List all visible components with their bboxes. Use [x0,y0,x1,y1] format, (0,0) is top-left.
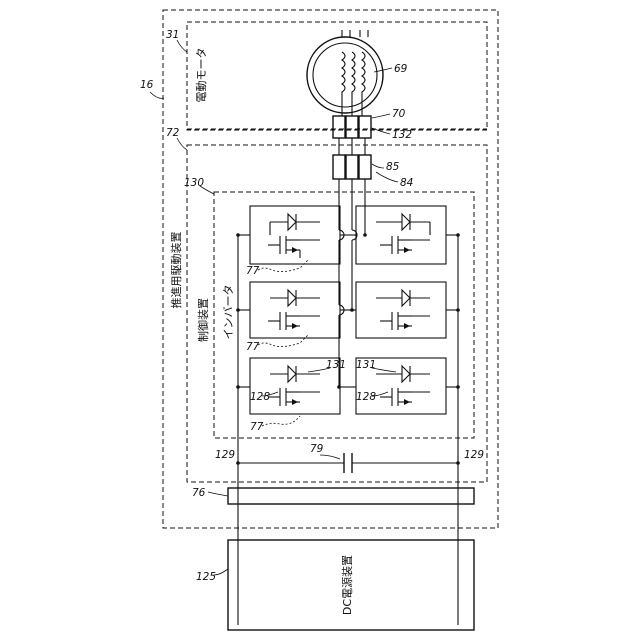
gate-signal-77-mid [258,335,308,347]
ref-77-mid: 77 [246,341,260,353]
dc-power-source-label: DC電源装置 [340,555,354,615]
ref-130: 130 [184,177,204,189]
switch-block-top-right [356,206,446,264]
rail-taps [236,233,460,389]
ref-16: 16 [140,79,154,91]
ref-128-left: 128 [250,391,270,403]
switch-block-middle-right [356,282,446,338]
ref-77-top: 77 [246,265,260,277]
switch-block-middle-left [250,282,340,338]
motor-terminals [333,116,371,138]
ref-125: 125 [196,571,216,583]
leader-lines [150,40,398,575]
winding-coil-w [362,52,365,98]
ref-131-right: 131 [356,359,376,371]
gate-signal-77-bottom [262,416,300,426]
ref-31: 31 [166,29,179,41]
propulsion-drive-device-frame [163,10,498,528]
ref-85: 85 [386,161,400,173]
ref-77-bottom: 77 [250,421,264,433]
ref-79: 79 [310,443,324,455]
winding-coil-u [342,52,345,98]
control-device-label: 制御装置 [196,298,210,342]
phase-lines [339,138,365,387]
connector-bar [228,488,474,504]
phase-connectors [333,155,371,179]
winding-coil-v [352,52,355,98]
ref-132: 132 [392,129,412,141]
propulsion-drive-device-label: 推進用駆動装置 [169,232,183,309]
motor-symbol [307,30,383,116]
ref-128-right: 128 [356,391,376,403]
ref-72: 72 [166,127,180,139]
ref-69: 69 [394,63,408,75]
ref-131-left: 131 [326,359,346,371]
ref-129-right: 129 [464,449,484,461]
ref-129-left: 129 [215,449,235,461]
gate-signal-77-top [258,260,308,272]
ref-84: 84 [400,177,413,189]
ref-76: 76 [192,487,206,499]
inverter-label: インバータ [222,285,235,340]
electric-motor-label: 電動モータ [194,48,208,103]
smoothing-capacitor [236,453,460,473]
switch-block-top-left [250,206,340,264]
ref-70: 70 [392,108,406,120]
